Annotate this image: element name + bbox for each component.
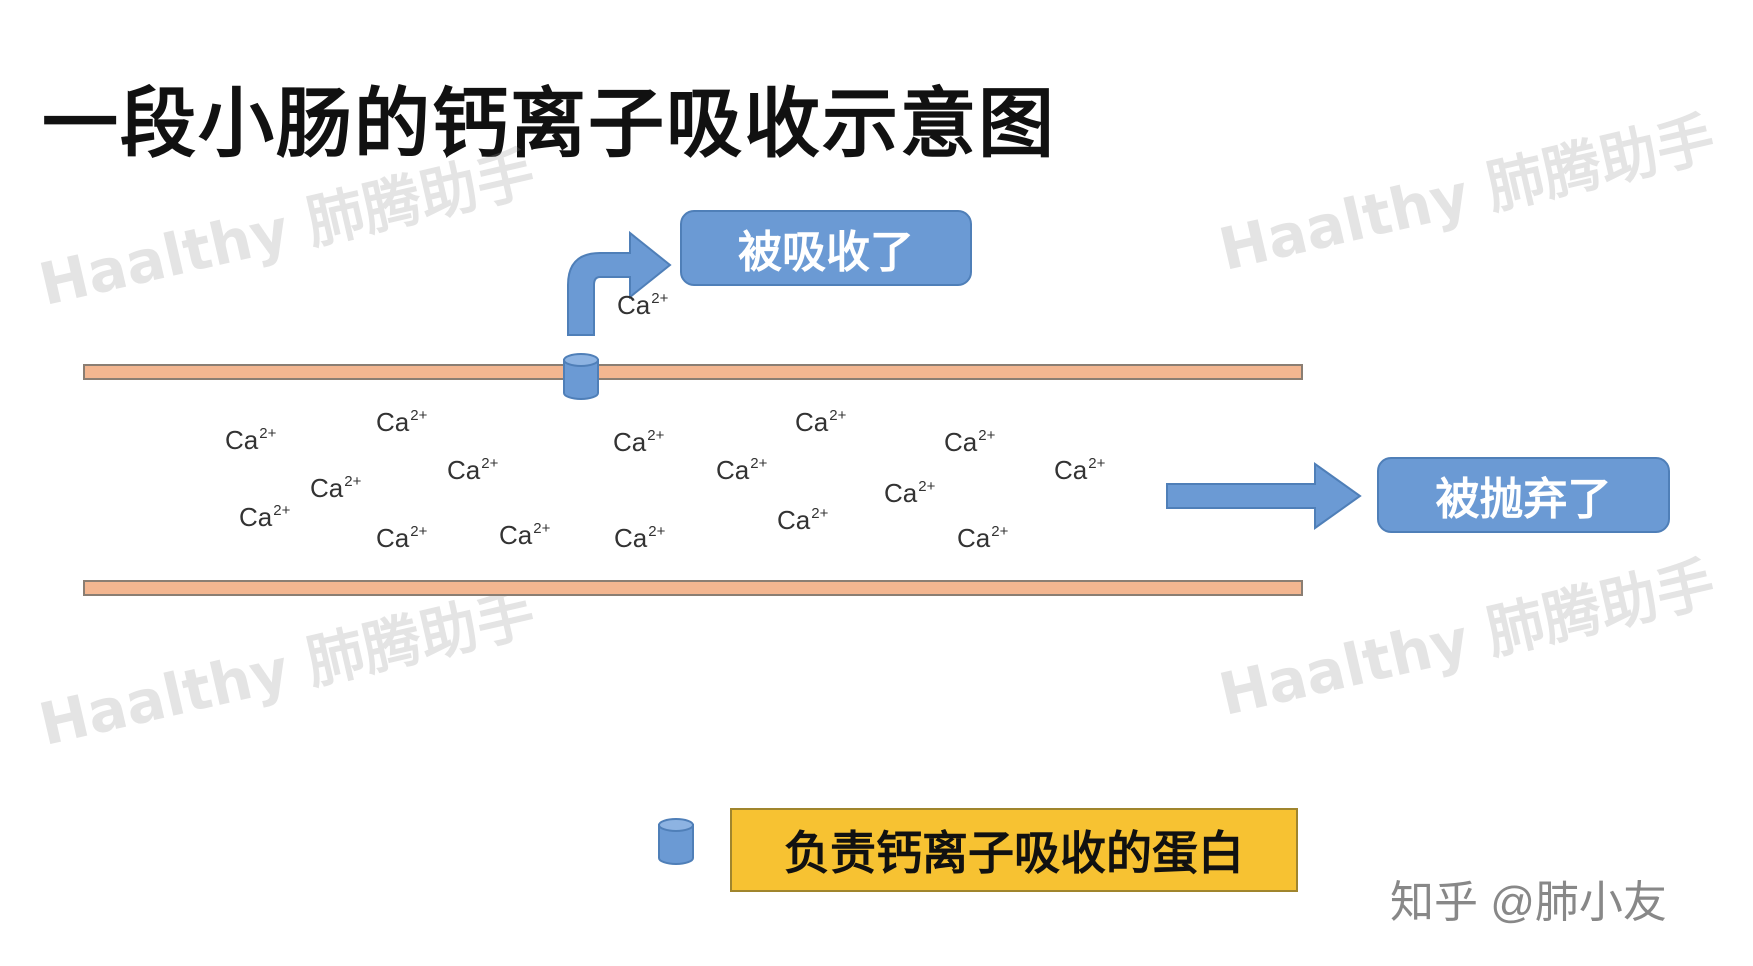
calcium-ion: Ca2+ [716, 455, 768, 485]
calcium-ion: Ca2+ [499, 520, 551, 550]
calcium-ion: Ca2+ [944, 427, 996, 457]
watermark: Haalthy 肺腾助手 [1212, 103, 1721, 284]
calcium-ion: Ca2+ [310, 473, 362, 503]
source-credit: 知乎 @肺小友 [1390, 878, 1667, 927]
legend-channel-icon [658, 818, 694, 865]
absorb-arrow [567, 230, 672, 336]
calcium-ion: Ca2+ [376, 523, 428, 553]
calcium-ion: Ca2+ [795, 407, 847, 437]
calcium-ion: Ca2+ [376, 407, 428, 437]
calcium-channel-icon [563, 353, 599, 400]
legend-label: 负责钙离子吸收的蛋白 [730, 808, 1298, 892]
calcium-ion: Ca2+ [239, 502, 291, 532]
calcium-ion: Ca2+ [777, 505, 829, 535]
discarded-label: 被抛弃了 [1377, 457, 1670, 533]
calcium-ion: Ca2+ [1054, 455, 1106, 485]
absorbed-label: 被吸收了 [680, 210, 972, 286]
calcium-ion: Ca2+ [613, 427, 665, 457]
calcium-ion: Ca2+ [447, 455, 499, 485]
calcium-ion: Ca2+ [225, 425, 277, 455]
membrane-top [83, 364, 1303, 380]
calcium-ion: Ca2+ [617, 290, 669, 320]
page-title: 一段小肠的钙离子吸收示意图 [42, 79, 1056, 168]
calcium-ion: Ca2+ [884, 478, 936, 508]
membrane-bottom [83, 580, 1303, 596]
watermark: Haalthy 肺腾助手 [1212, 548, 1721, 729]
discard-arrow [1166, 462, 1362, 530]
calcium-ion: Ca2+ [614, 523, 666, 553]
calcium-ion: Ca2+ [957, 523, 1009, 553]
